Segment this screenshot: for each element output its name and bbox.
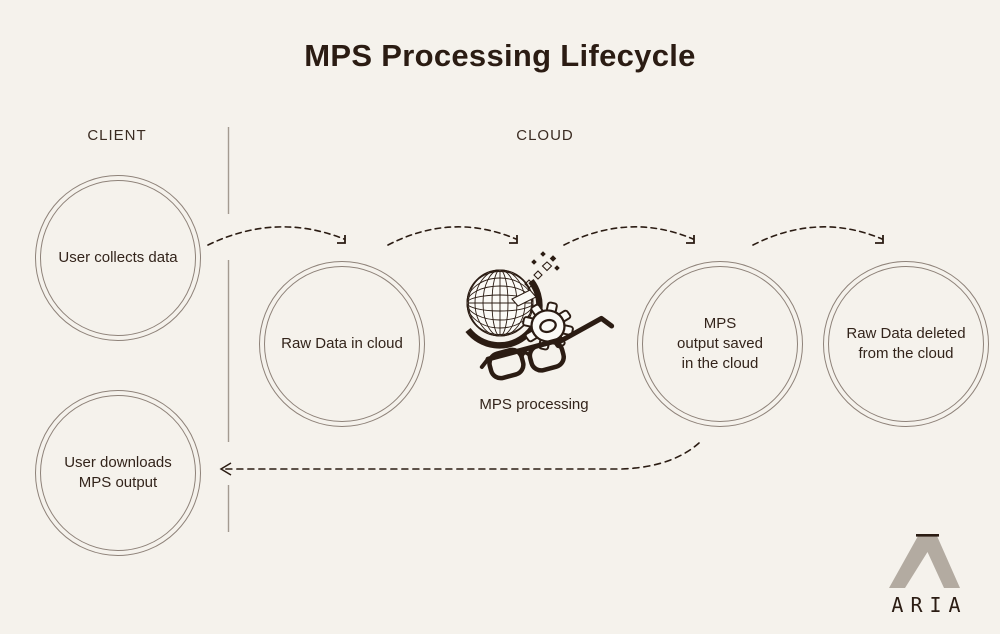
arc-raw-to-processing	[387, 226, 517, 246]
node-label: Raw Data deleted from the cloud	[846, 324, 966, 362]
arc-processing-to-saved	[563, 226, 694, 246]
brand-logo-text: ARIA	[891, 593, 968, 617]
node-inner-ring: Raw Data deleted from the cloud	[828, 266, 984, 422]
zone-label-client: CLIENT	[87, 127, 147, 144]
gear-icon	[522, 301, 574, 351]
flow-arc-arrowheads	[337, 235, 884, 244]
return-arrow	[219, 442, 700, 476]
node-label: Raw Data in cloud	[281, 334, 403, 352]
lambda-icon	[889, 534, 960, 588]
node-user-collects-data: User collects data	[35, 175, 201, 341]
glasses-icon	[479, 315, 615, 381]
node-label: User downloads MPS output	[64, 453, 172, 491]
node-inner-ring: Raw Data in cloud	[264, 266, 420, 422]
globe-swoosh	[465, 279, 543, 349]
node-mps-output-saved: MPS output saved in the cloud	[637, 261, 803, 427]
return-arrowhead	[219, 462, 232, 476]
node-raw-data-in-cloud: Raw Data in cloud	[259, 261, 425, 427]
node-inner-ring: User downloads MPS output	[40, 395, 196, 551]
node-label: User collects data	[58, 248, 178, 266]
node-user-downloads-output: User downloads MPS output	[35, 390, 201, 556]
page-title: MPS Processing Lifecycle	[304, 38, 696, 73]
node-inner-ring: MPS output saved in the cloud	[642, 266, 798, 422]
arc-saved-to-deleted	[752, 226, 883, 246]
globe-icon	[466, 269, 534, 337]
mps-processing-caption: MPS processing	[479, 396, 589, 413]
flow-arcs	[207, 226, 883, 246]
zone-label-cloud: CLOUD	[516, 127, 574, 144]
mps-processing-illustration	[465, 251, 615, 381]
brand-logo: ARIA	[880, 523, 980, 621]
data-bits-icon	[511, 251, 560, 307]
node-inner-ring: User collects data	[40, 180, 196, 336]
arc-collect-to-raw	[207, 226, 345, 246]
node-raw-data-deleted: Raw Data deleted from the cloud	[823, 261, 989, 427]
node-label: MPS output saved in the cloud	[677, 314, 763, 373]
